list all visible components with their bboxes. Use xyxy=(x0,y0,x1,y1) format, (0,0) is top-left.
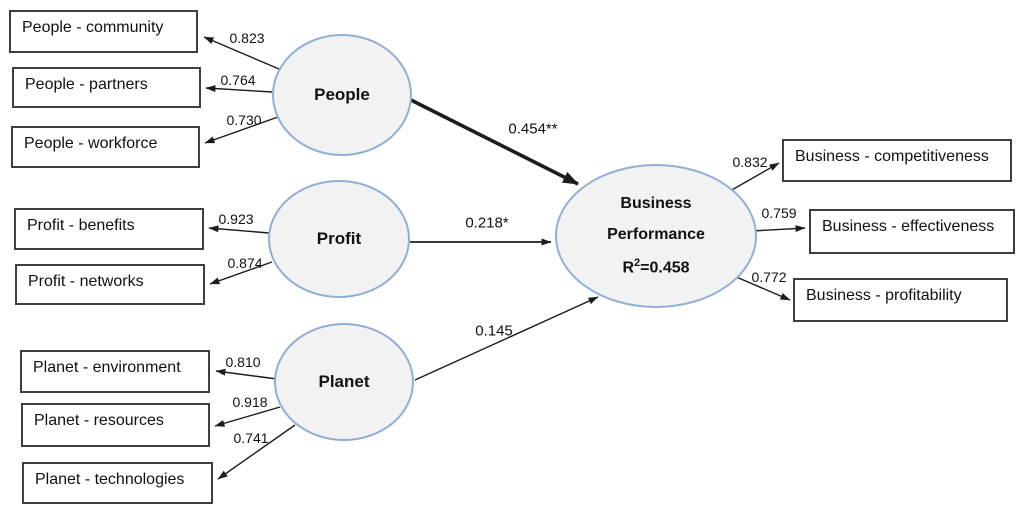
bp-r-squared: R2=0.458 xyxy=(622,256,690,277)
coef-profit-to-bp: 0.218* xyxy=(465,214,509,232)
indicator-box-planet-technologies: Planet - technologies xyxy=(22,462,213,504)
indicator-box-people-community: People - community xyxy=(9,10,198,53)
indicator-box-business-effectiveness: Business - effectiveness xyxy=(809,209,1015,254)
coef-people-to-bp: 0.454** xyxy=(508,120,558,138)
latent-people: People xyxy=(272,34,412,156)
bp-label-line2: Performance xyxy=(607,225,705,243)
arrow-people-partners xyxy=(205,85,273,93)
arrow-planet-environment xyxy=(215,368,278,380)
indicator-box-profit-networks: Profit - networks xyxy=(15,264,205,305)
loading-planet-environment: 0.810 xyxy=(225,354,261,370)
latent-planet: Planet xyxy=(274,323,414,441)
loading-business-profitability: 0.772 xyxy=(751,269,787,285)
arrow-profit-benefits xyxy=(208,225,270,234)
loading-people-workforce: 0.730 xyxy=(226,112,262,128)
loading-planet-technologies: 0.741 xyxy=(233,430,269,446)
loading-people-community: 0.823 xyxy=(229,30,265,46)
indicator-box-profit-benefits: Profit - benefits xyxy=(14,208,204,250)
loading-business-competitiveness: 0.832 xyxy=(732,154,768,170)
indicator-box-people-partners: People - partners xyxy=(12,67,201,108)
coef-planet-to-bp: 0.145 xyxy=(475,322,513,340)
indicator-box-planet-environment: Planet - environment xyxy=(20,350,210,393)
loading-business-effectiveness: 0.759 xyxy=(761,205,797,221)
loading-planet-resources: 0.918 xyxy=(232,394,268,410)
loading-people-partners: 0.764 xyxy=(220,72,256,88)
latent-business-performance: Business Performance R2=0.458 xyxy=(555,164,757,308)
path-people-to-bp xyxy=(408,97,579,186)
indicator-box-business-profitability: Business - profitability xyxy=(793,278,1008,322)
loading-profit-benefits: 0.923 xyxy=(218,211,254,227)
indicator-box-people-workforce: People - workforce xyxy=(11,126,200,168)
indicator-box-planet-resources: Planet - resources xyxy=(21,403,210,447)
bp-label-line1: Business xyxy=(620,194,692,212)
loading-profit-networks: 0.874 xyxy=(227,255,263,271)
latent-profit: Profit xyxy=(268,180,410,298)
arrow-bp-effectiveness xyxy=(751,225,806,233)
indicator-box-business-competitiveness: Business - competitiveness xyxy=(782,139,1012,182)
